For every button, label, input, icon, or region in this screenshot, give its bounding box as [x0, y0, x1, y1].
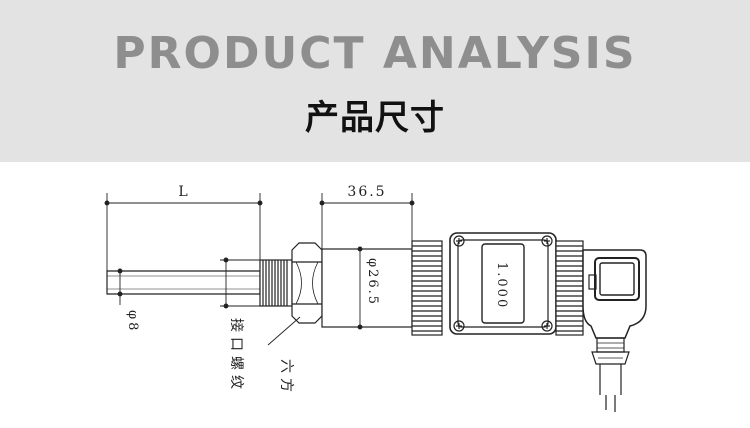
hex-nut	[291, 242, 323, 324]
leader-thread	[220, 257, 260, 309]
din-connector	[582, 249, 647, 412]
display-housing	[449, 232, 557, 335]
header-banner: PRODUCT ANALYSIS 产品尺寸	[0, 0, 750, 162]
display-value: 1.000	[494, 262, 509, 309]
dimension-width	[319, 193, 415, 249]
thread-connector	[259, 259, 293, 307]
probe-diameter-label: φ8	[125, 310, 140, 333]
body-diameter-label: φ26.5	[365, 258, 380, 306]
thread-label: 接口螺纹	[228, 318, 245, 394]
dimension-body-diameter	[357, 246, 363, 330]
dimension-length-label: L	[178, 184, 187, 200]
body-cylinder	[321, 248, 413, 328]
banner-subtitle: 产品尺寸	[305, 98, 445, 138]
hex-label: 六方	[278, 359, 294, 397]
dimension-length	[104, 193, 263, 271]
leader-hex	[267, 316, 301, 346]
knurled-ring-right	[555, 240, 584, 336]
screw-icon	[453, 235, 553, 332]
dimension-drawing: L 36.5 φ8 φ26.5 接口螺纹 六方 1.000	[104, 184, 647, 412]
knurled-ring-left	[411, 240, 443, 336]
banner-title: PRODUCT ANALYSIS	[113, 28, 637, 79]
dimension-width-label: 36.5	[347, 184, 386, 200]
dimension-probe-diameter	[117, 268, 123, 305]
probe-tube	[106, 270, 261, 295]
